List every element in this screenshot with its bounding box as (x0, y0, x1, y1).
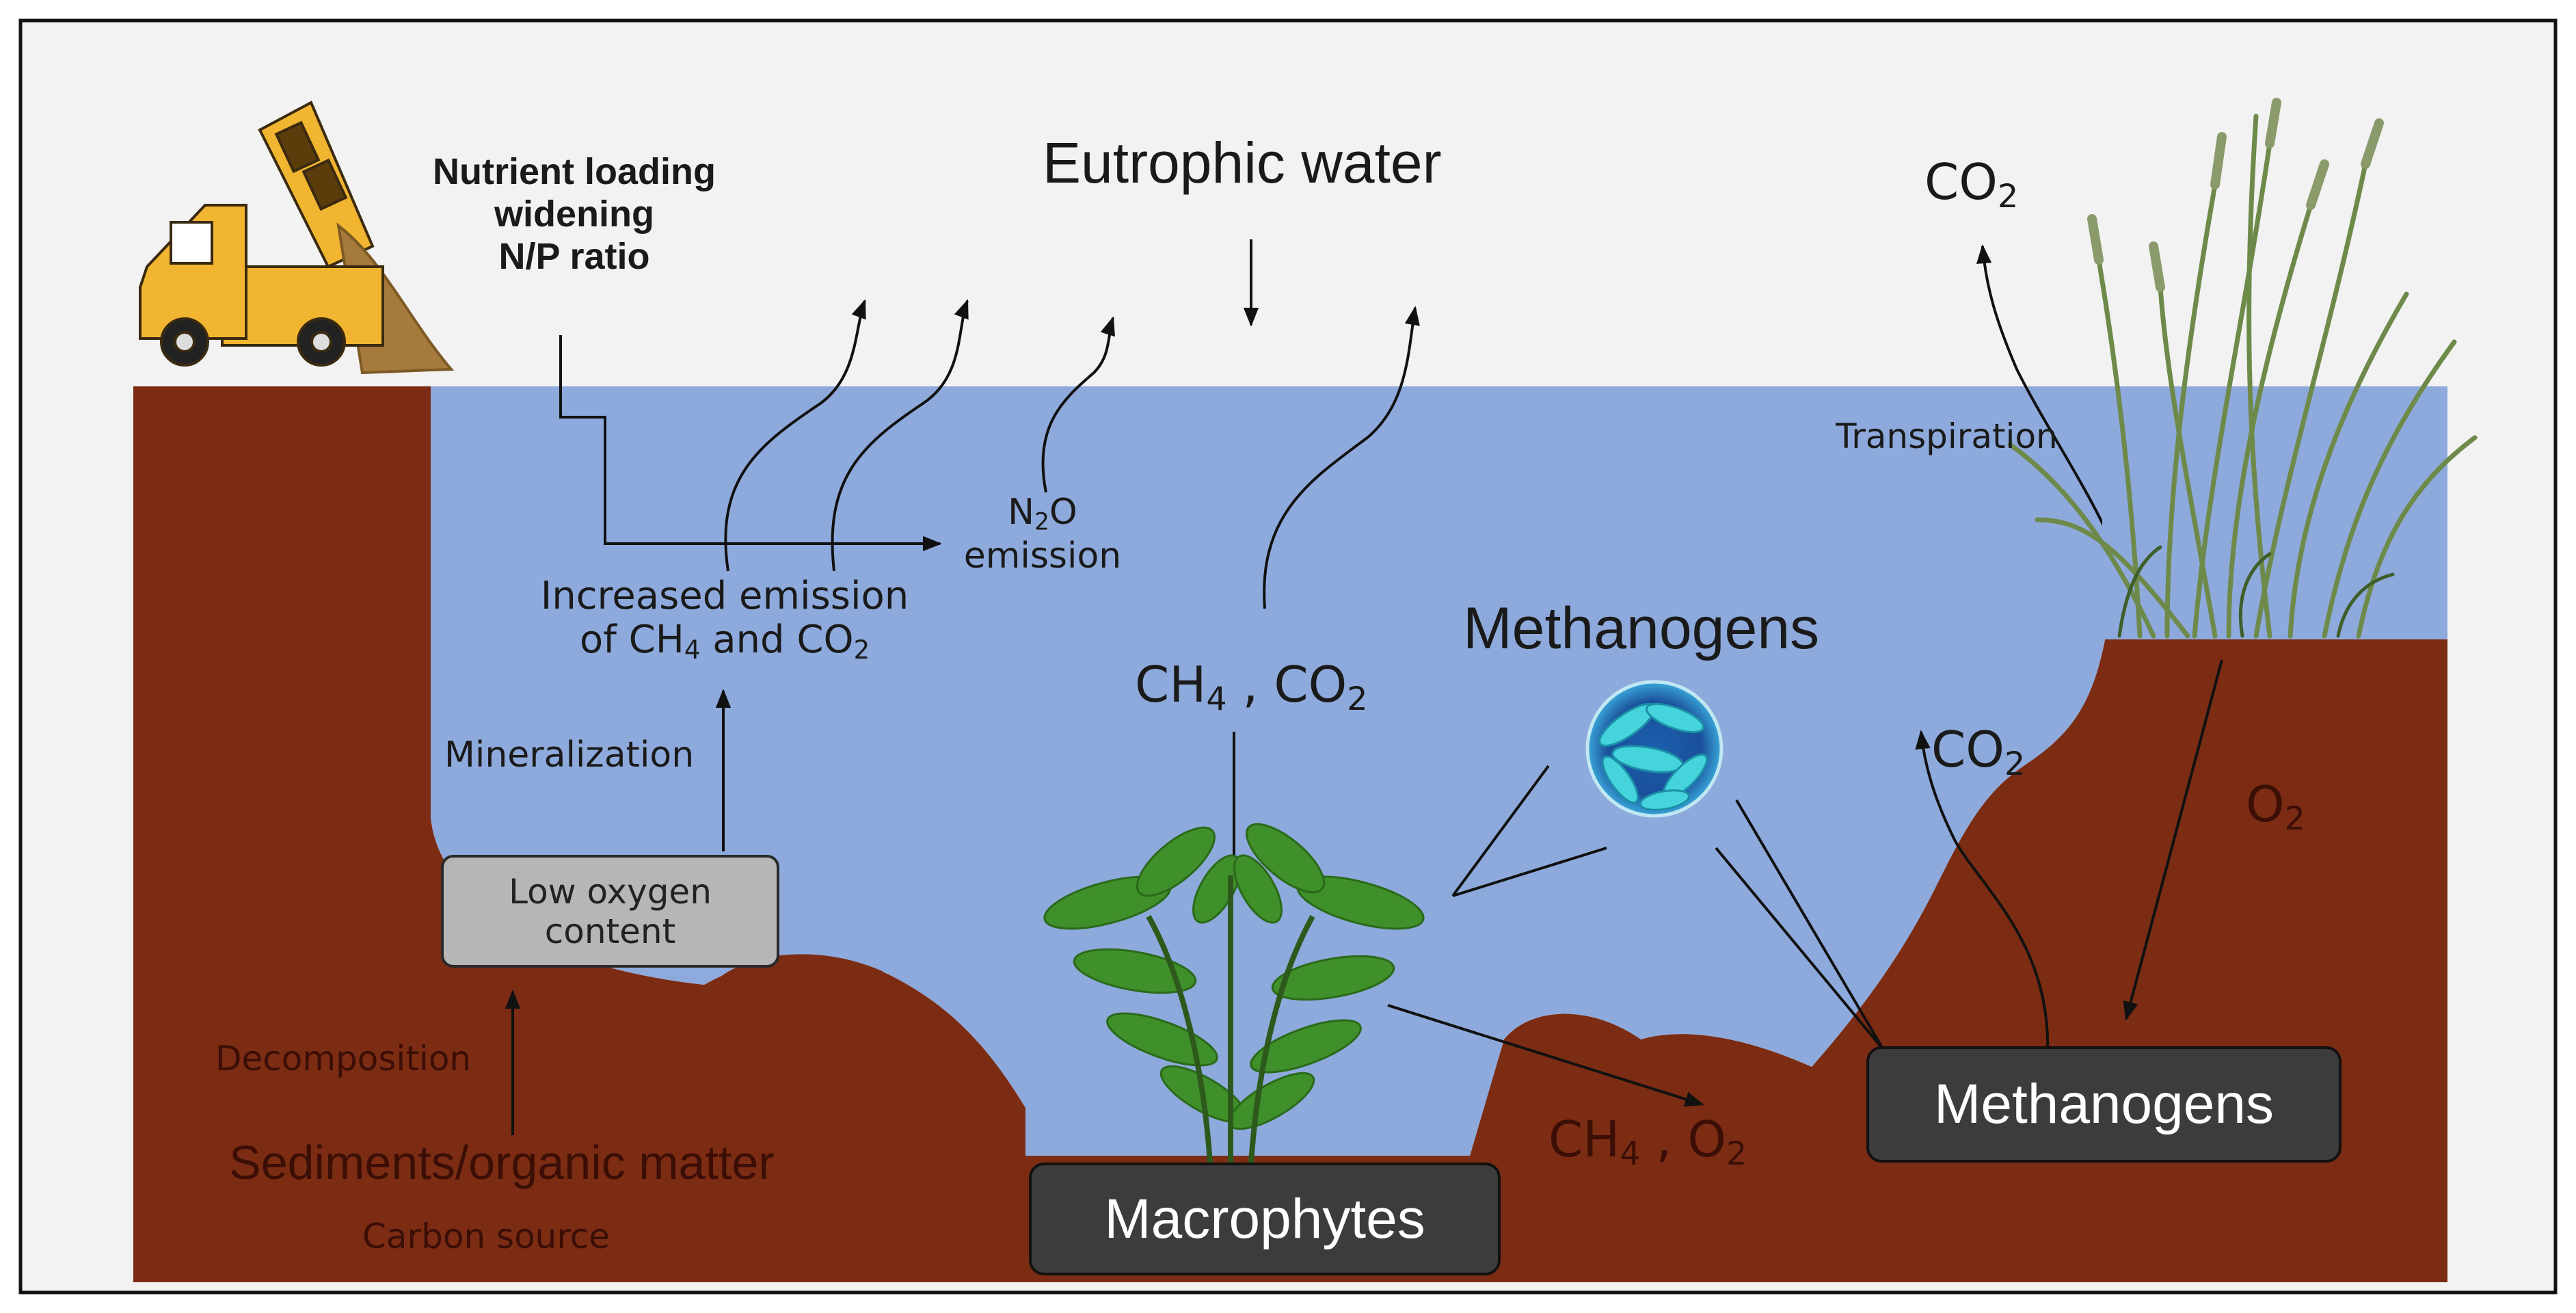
emission-arrow-2 (831, 299, 969, 572)
co2-top-label: CO2 (1924, 153, 2019, 215)
sediments-label: Sediments/organic matter (229, 1136, 775, 1189)
co2-right-label: CO2 (1931, 721, 2026, 783)
macrophyte-plant-icon (1043, 823, 1425, 1163)
n2o-label-line2: emission (963, 535, 1122, 577)
methanogens-box-label: Methanogens (1934, 1073, 2274, 1135)
increased-emission-label: Increased emission of CH4 and CO2 (533, 574, 916, 665)
n2o-emission-arrow (1041, 316, 1116, 493)
methanogen-line-c (1715, 847, 1885, 1051)
methanogens-top-label: Methanogens (1463, 596, 1820, 661)
low-oxygen-line2: content (544, 911, 676, 951)
sediment-mound-right (1504, 1018, 1812, 1156)
ch4-co2-mid-label: CH4 , CO2 (1135, 656, 1368, 718)
carbon-source-label: Carbon source (362, 1217, 611, 1256)
methanogen-line-b (1452, 847, 1607, 897)
right-co2-arrow (1915, 730, 2050, 1054)
emission-arrow-1 (724, 299, 866, 572)
macrophytes-box: Macrophytes (1029, 1163, 1501, 1275)
water (431, 386, 2447, 1156)
plant-ch4-emission-arrow (1263, 306, 1420, 609)
ch4-o2-label: CH4 , O2 (1548, 1111, 1747, 1173)
transpiration-label: Transpiration (1836, 416, 2058, 456)
nutrient-loading-line3: N/P ratio (498, 236, 650, 278)
methanogen-microbe-icon (1585, 680, 1723, 818)
increased-emission-line1: Increased emission (540, 574, 909, 618)
nutrient-loading-label: Nutrient loading widening N/P ratio (410, 150, 738, 278)
o2-down-arrow (2123, 659, 2223, 1021)
nutrient-loading-line1: Nutrient loading (433, 151, 716, 192)
sediment-mound-left (711, 954, 1012, 1108)
title-label: Eutrophic water (1043, 131, 1442, 195)
arrows (505, 239, 2223, 1135)
transpiration-co2-arrow (1976, 244, 2124, 575)
n2o-emission-label: N2O emission (943, 492, 1142, 577)
low-oxygen-box: Low oxygen content (441, 855, 779, 968)
nutrient-loading-line2: widening (494, 194, 654, 235)
plant-to-ch4o2-arrow (1387, 1004, 1704, 1107)
methanogen-line-a (1451, 765, 1550, 897)
macrophytes-box-label: Macrophytes (1104, 1187, 1425, 1250)
reed-grass-icon (2007, 98, 2478, 639)
increased-emission-line2: of CH4 and CO2 (579, 618, 870, 665)
methanogens-box: Methanogens (1866, 1046, 2342, 1163)
methanogen-line-d (1735, 799, 1885, 1051)
o2-right-label: O2 (2246, 775, 2305, 838)
nutrient-to-n2o-arrow (559, 335, 942, 552)
bank-bumps-right (1935, 756, 2095, 957)
decomposition-label: Decomposition (215, 1039, 472, 1078)
mineralization-label: Mineralization (444, 734, 695, 775)
n2o-label-line1: N2O (1008, 492, 1077, 536)
dump-truck-icon (139, 101, 455, 375)
low-oxygen-line1: Low oxygen (509, 871, 712, 912)
